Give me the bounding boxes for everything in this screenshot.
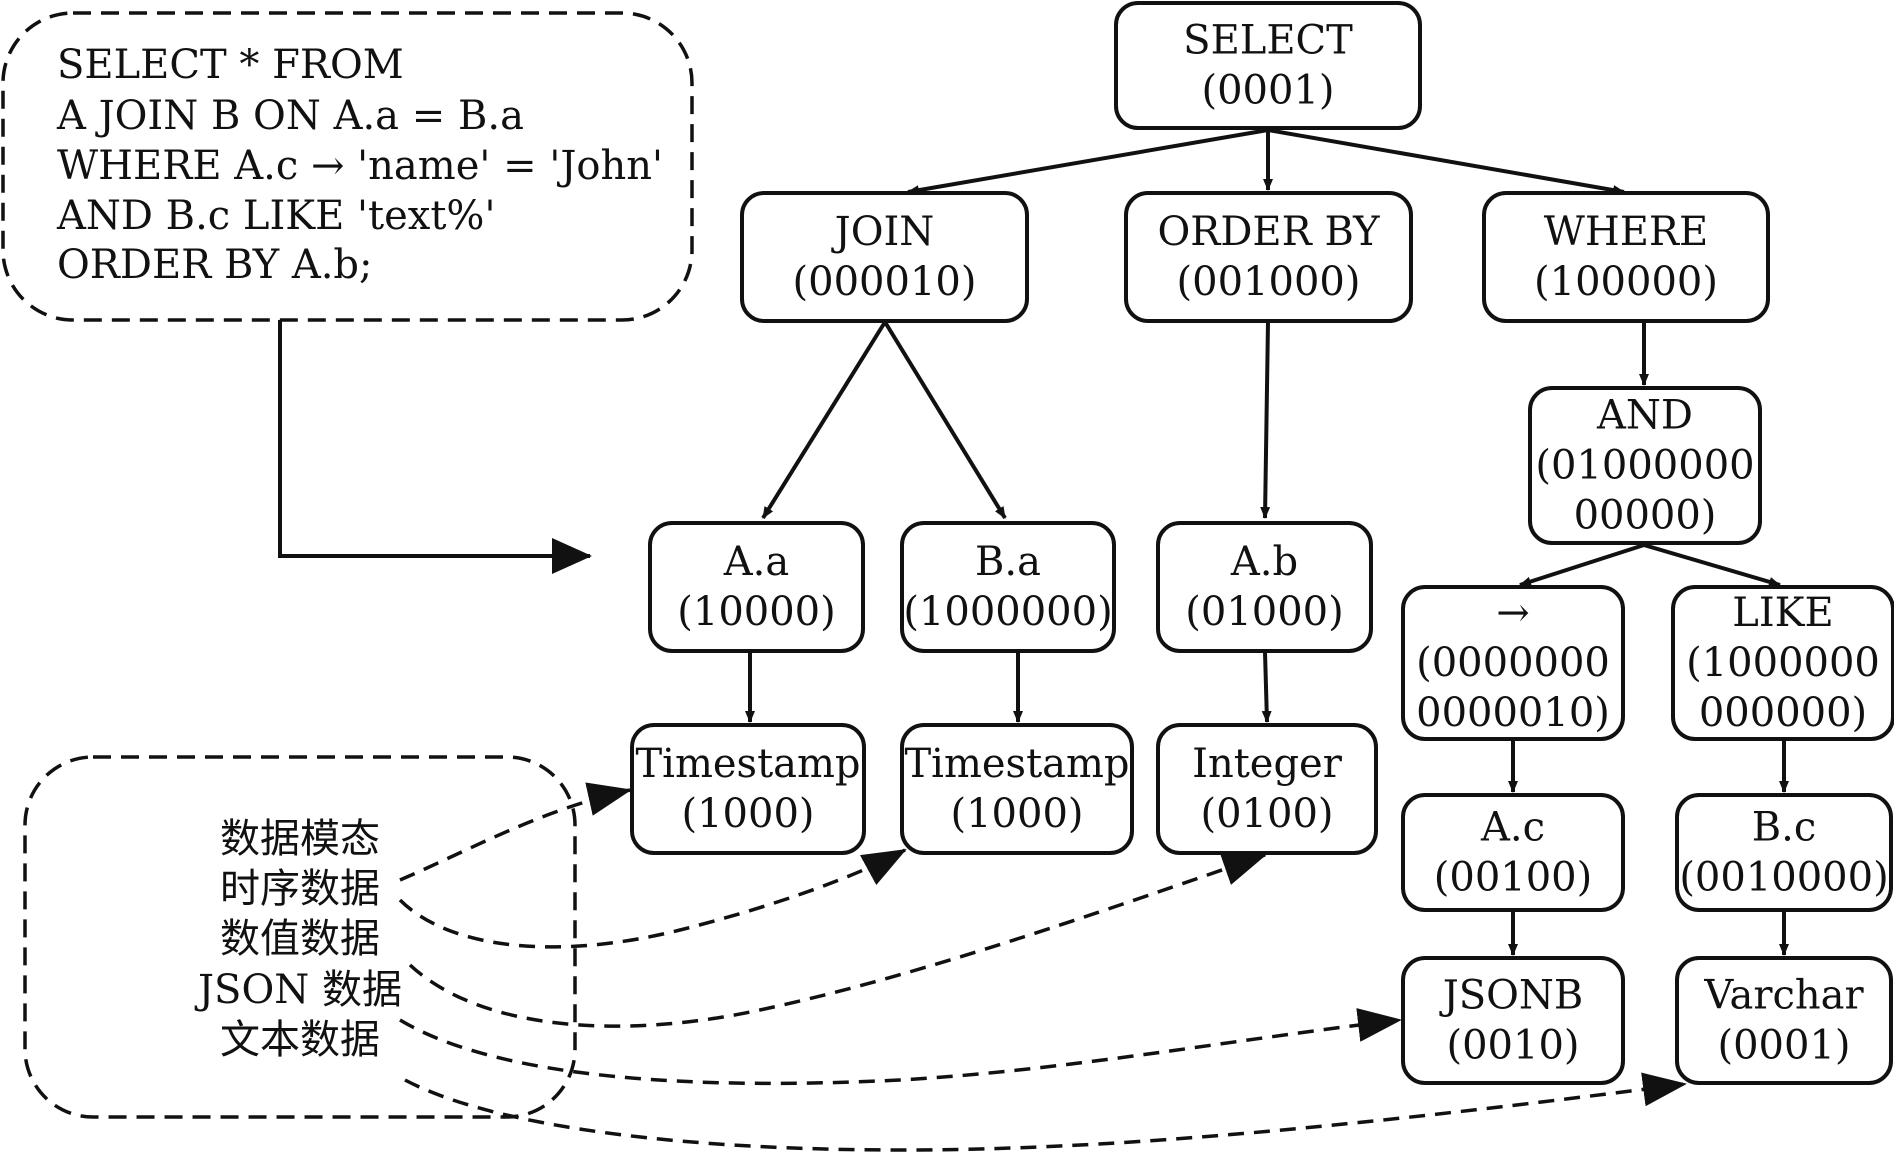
modality-arrows: [398, 782, 1687, 1152]
edge-and-arrow: [1519, 543, 1645, 587]
node-jsonb: JSONB(0010): [1401, 956, 1625, 1085]
edge-select-join: [907, 128, 1269, 196]
edge-and-like: [1643, 543, 1781, 587]
node-select-code: (0001): [1201, 68, 1334, 114]
text-arrow: [404, 1072, 1687, 1152]
node-ba: B.a(1000000): [900, 521, 1116, 653]
node-aa-code: (10000): [677, 589, 835, 635]
node-int-code: (0100): [1200, 791, 1333, 837]
timeseries-arrow-1: [399, 782, 632, 882]
node-arrow-code: (0000000: [1416, 640, 1610, 686]
node-ab: A.b(01000): [1156, 521, 1373, 653]
node-like-code: (1000000: [1686, 640, 1880, 686]
node-where-code: (100000): [1534, 259, 1718, 305]
sql-line-1: SELECT * FROM: [57, 42, 404, 88]
node-and-code: 00000): [1574, 493, 1717, 539]
edge-join-ba: [883, 320, 1007, 520]
node-orderby: ORDER BY(001000): [1124, 191, 1413, 323]
tree-nodes: SELECT(0001)JOIN(000010)ORDER BY(001000)…: [630, 1, 1894, 1085]
node-and-label: AND: [1596, 393, 1693, 439]
node-where-label: WHERE: [1544, 209, 1709, 255]
legend-numeric: 数值数据: [220, 916, 380, 962]
node-aa-label: A.a: [723, 539, 789, 585]
node-ts1: Timestamp(1000): [630, 723, 866, 855]
node-join: JOIN(000010): [740, 191, 1029, 323]
node-ba-label: B.a: [975, 539, 1041, 585]
node-aa: A.a(10000): [648, 521, 865, 653]
tree-edges: [745, 128, 1789, 956]
numeric-arrow: [408, 852, 1267, 1028]
node-bc-label: B.c: [1752, 805, 1817, 851]
node-ts2: Timestamp(1000): [900, 723, 1134, 855]
edge-join-aa: [761, 320, 887, 520]
node-int: Integer(0100): [1156, 723, 1378, 855]
node-orderby-code: (001000): [1177, 259, 1361, 305]
node-jsonb-code: (0010): [1446, 1023, 1579, 1069]
node-where: WHERE(100000): [1482, 191, 1770, 323]
sql-to-tree-arrow: [278, 320, 592, 574]
edge-ab-int: [1261, 651, 1272, 723]
node-join-label: JOIN: [831, 209, 935, 255]
legend-text: 文本数据: [220, 1017, 380, 1063]
timeseries-arrow-2: [398, 848, 907, 949]
node-bc: B.c(0010000): [1675, 793, 1893, 912]
node-ab-code: (01000): [1185, 589, 1343, 635]
node-ac-code: (00100): [1434, 855, 1592, 901]
node-int-label: Integer: [1192, 741, 1343, 787]
node-varchar-code: (0001): [1717, 1023, 1850, 1069]
node-ts1-code: (1000): [681, 791, 814, 837]
edge-select-where: [1267, 128, 1625, 196]
sql-line-3: WHERE A.c → 'name' = 'John': [57, 143, 663, 189]
node-and-code: (01000000: [1535, 443, 1754, 489]
json-arrow: [399, 1008, 1402, 1086]
legend-timeseries: 时序数据: [220, 866, 380, 912]
node-ab-label: A.b: [1230, 539, 1298, 585]
node-ts2-label: Timestamp: [904, 741, 1129, 787]
data-modality-legend: 数据模态 时序数据 数值数据 JSON 数据 文本数据: [23, 755, 577, 1119]
node-ts2-code: (1000): [950, 791, 1083, 837]
sql-query-box: SELECT * FROM A JOIN B ON A.a = B.a WHER…: [1, 11, 694, 322]
node-ac: A.c(00100): [1401, 793, 1625, 912]
node-ac-label: A.c: [1480, 805, 1545, 851]
node-like-label: LIKE: [1732, 590, 1833, 636]
node-jsonb-label: JSONB: [1439, 973, 1584, 1019]
node-ba-code: (1000000): [903, 589, 1112, 635]
legend-title: 数据模态: [220, 816, 380, 862]
node-select-label: SELECT: [1183, 18, 1353, 64]
node-bc-code: (0010000): [1679, 855, 1888, 901]
node-arrow-code: 0000010): [1416, 690, 1610, 736]
node-join-code: (000010): [793, 259, 977, 305]
sql-line-2: A JOIN B ON A.a = B.a: [56, 93, 524, 139]
sql-line-5: ORDER BY A.b;: [57, 242, 373, 288]
node-like-code: 000000): [1699, 690, 1867, 736]
node-orderby-label: ORDER BY: [1157, 209, 1380, 255]
sql-line-4: AND B.c LIKE 'text%': [56, 193, 495, 239]
node-select: SELECT(0001): [1114, 1, 1422, 130]
node-ts1-label: Timestamp: [635, 741, 860, 787]
node-varchar-label: Varchar: [1703, 973, 1864, 1019]
node-varchar: Varchar(0001): [1675, 956, 1893, 1085]
node-arrow-label: →: [1496, 590, 1530, 636]
edge-orderby-ab: [1260, 321, 1271, 519]
legend-json: JSON 数据: [194, 967, 402, 1013]
